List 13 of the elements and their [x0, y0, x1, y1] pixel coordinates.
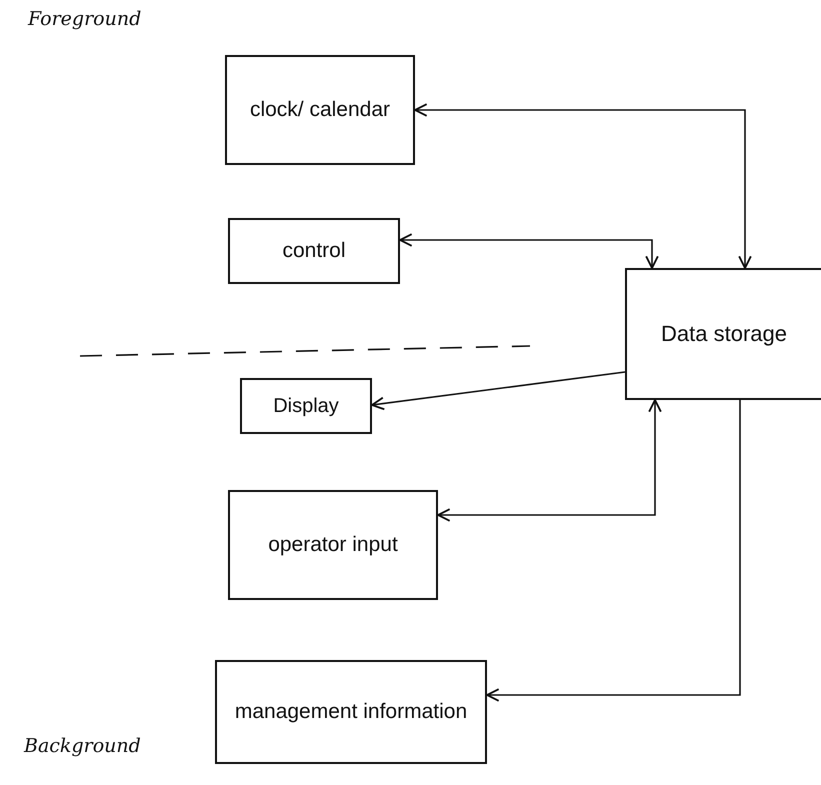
- process-box: management information: [215, 660, 487, 764]
- arrow: [486, 400, 741, 702]
- process-box: Data storage: [625, 268, 821, 400]
- section-label: Background: [24, 735, 141, 757]
- arrow: [399, 233, 659, 269]
- process-box: control: [228, 218, 400, 284]
- process-box: Display: [240, 378, 372, 434]
- process-box: clock/ calendar: [225, 55, 415, 165]
- section-label: Foreground: [28, 8, 142, 30]
- arrow: [414, 103, 752, 269]
- arrow: [371, 371, 626, 410]
- process-box: operator input: [228, 490, 438, 600]
- arrow: [437, 399, 662, 522]
